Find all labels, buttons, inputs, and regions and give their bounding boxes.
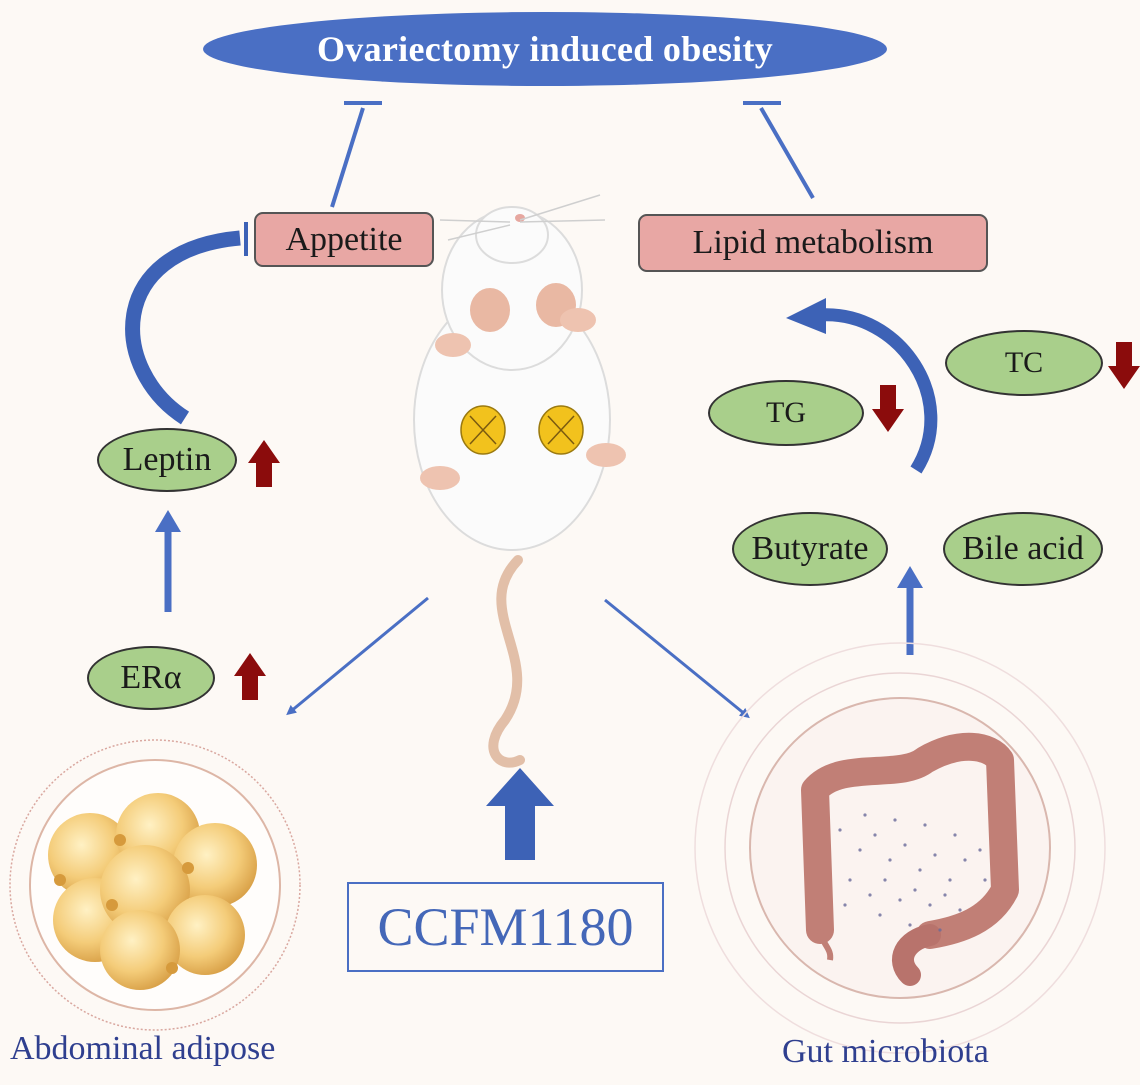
inhibit-appetite-to-obesity xyxy=(330,101,382,208)
node-tg: TG xyxy=(708,380,864,446)
ovary-left-icon xyxy=(460,405,506,455)
node-tc: TC xyxy=(945,330,1103,396)
node-bile-acid: Bile acid xyxy=(943,512,1103,586)
era-to-leptin-arrow xyxy=(155,510,181,612)
node-leptin: Leptin xyxy=(97,428,237,492)
node-appetite: Appetite xyxy=(254,212,434,267)
inhibit-lipid-to-obesity xyxy=(743,101,815,200)
metabolites-to-lipid-arrow xyxy=(786,298,938,474)
mouse-to-gut-arrow xyxy=(604,598,750,719)
node-lipid-metabolism: Lipid metabolism xyxy=(638,214,988,272)
treatment-ccfm1180: CCFM1180 xyxy=(347,882,664,972)
caption-gut-microbiota: Gut microbiota xyxy=(782,1033,989,1070)
gut-to-metabolites-arrow xyxy=(897,566,923,655)
ovary-right-icon xyxy=(538,405,584,455)
tg-down-indicator xyxy=(872,385,904,432)
caption-abdominal-adipose: Abdominal adipose xyxy=(10,1030,276,1067)
node-er-alpha: ERα xyxy=(87,646,215,710)
gut-illustration xyxy=(694,642,1106,1054)
mouse-illustration xyxy=(413,194,626,768)
mouse-to-adipose-arrow xyxy=(286,596,429,716)
ccfm-up-arrow xyxy=(486,768,554,860)
era-up-indicator xyxy=(234,653,266,700)
leptin-up-indicator xyxy=(248,440,280,487)
leptin-inhibits-appetite xyxy=(125,222,248,425)
tc-down-indicator xyxy=(1108,342,1140,389)
adipose-illustration xyxy=(9,739,301,1031)
title-obesity: Ovariectomy induced obesity xyxy=(203,12,887,86)
node-butyrate: Butyrate xyxy=(732,512,888,586)
